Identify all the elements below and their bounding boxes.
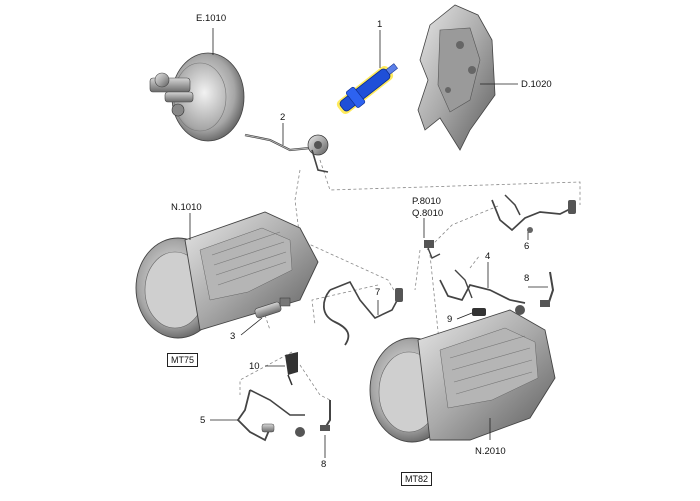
- clutch-line-item-4[interactable]: [439, 262, 526, 315]
- callout-item-6: 6: [524, 241, 530, 252]
- callout-item-2: 2: [280, 112, 286, 123]
- callout-p8010: P.8010: [412, 196, 441, 207]
- callout-e1010: E.1010: [196, 13, 227, 24]
- fitting-item-9[interactable]: [456, 308, 486, 320]
- clutch-master-cylinder-highlighted[interactable]: [334, 30, 402, 118]
- callout-item-8-bottom: 8: [321, 459, 327, 470]
- sensor-item-8-bottom[interactable]: [320, 400, 331, 458]
- callout-item-3: 3: [230, 331, 236, 342]
- transmission-label-mt75: MT75: [167, 353, 199, 367]
- pedal-box-assembly[interactable]: [417, 4, 518, 151]
- callout-item-4: 4: [485, 251, 491, 262]
- callout-q8010: Q.8010: [412, 208, 444, 219]
- mt82-transmission[interactable]: [369, 309, 556, 443]
- brake-booster[interactable]: [149, 28, 245, 142]
- slave-cylinder-mt75[interactable]: [240, 297, 291, 336]
- callout-item-9: 9: [447, 314, 453, 325]
- transmission-label-mt82: MT82: [401, 472, 433, 486]
- clutch-line-item-5[interactable]: [210, 389, 305, 442]
- mt75-transmission[interactable]: [135, 211, 319, 339]
- clutch-line-item-6[interactable]: [491, 194, 576, 240]
- fitting-p8010-q8010[interactable]: [423, 218, 441, 259]
- callout-item-8-right: 8: [524, 273, 530, 284]
- callout-item-10: 10: [249, 361, 260, 372]
- callout-d1020: D.1020: [521, 79, 552, 90]
- callout-n1010: N.1010: [171, 202, 202, 213]
- callout-item-7: 7: [375, 287, 381, 298]
- bracket-item-10[interactable]: [265, 352, 298, 386]
- callout-item-1: 1: [377, 19, 383, 30]
- clutch-hydraulic-line[interactable]: [244, 123, 329, 173]
- callout-n2010: N.2010: [475, 446, 506, 457]
- sensor-item-8-right[interactable]: [528, 271, 555, 307]
- callout-item-5: 5: [200, 415, 206, 426]
- clutch-line-item-7[interactable]: [322, 280, 403, 346]
